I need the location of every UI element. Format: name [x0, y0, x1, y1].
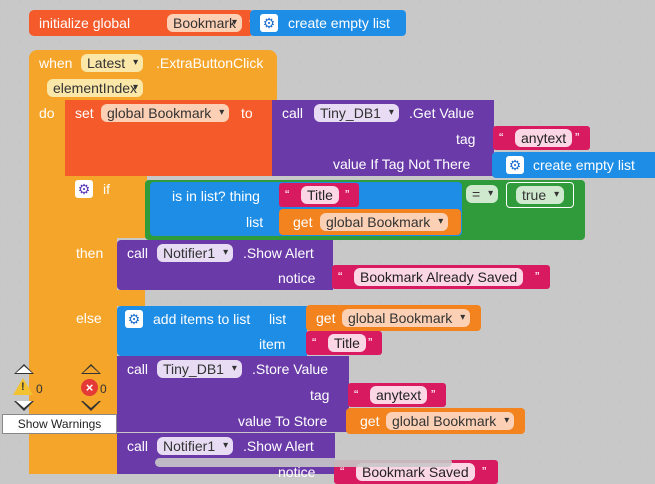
quote-close-icon: ” [482, 464, 487, 479]
string-block-title-2[interactable]: “ Title ” [306, 331, 382, 355]
error-icon: × [81, 379, 98, 396]
store-value-method: .Store Value [252, 361, 329, 377]
quote-open-icon: “ [499, 130, 504, 145]
quote-open-icon: “ [312, 335, 317, 350]
string-block-anytext-2[interactable]: “ anytext ” [348, 383, 446, 407]
error-count: 0 [100, 382, 107, 396]
get-global-bookmark-block-3[interactable]: get global Bookmark [346, 408, 525, 434]
add-list-label: list [269, 311, 287, 327]
error-down-arrow-inner [83, 401, 99, 408]
error-up-arrow-inner [83, 366, 99, 373]
notifier-show-alert-block-2[interactable]: call Notifier1 .Show Alert notice [117, 433, 335, 480]
create-empty-list-block[interactable]: ⚙ create empty list [250, 10, 406, 36]
when-label: when [39, 55, 73, 71]
value-if-tag-not-there-label: value If Tag Not There [333, 156, 471, 172]
warning-icon: ! [13, 378, 33, 396]
true-dropdown-visible[interactable]: true [516, 186, 565, 204]
create-empty-list-label: create empty list [533, 157, 635, 173]
init-global-block[interactable]: initialize global Bookmark to [29, 10, 261, 36]
event-handler-block[interactable]: when Latest .ExtraButtonClick elementInd… [29, 50, 277, 102]
quote-open-icon: “ [354, 387, 359, 402]
get-global-bookmark-block-2[interactable]: get global Bookmark [306, 305, 481, 331]
call-label: call [127, 438, 149, 454]
string-block-anytext[interactable]: “ anytext ” [493, 126, 590, 150]
gear-icon[interactable]: ⚙ [506, 156, 524, 174]
quote-open-icon: “ [340, 464, 345, 479]
call-label: call [127, 361, 149, 377]
warning-count: 0 [36, 382, 43, 396]
init-prefix: initialize global [39, 15, 131, 31]
tag-label: tag [456, 131, 476, 147]
param-element-index[interactable]: elementIndex [47, 79, 144, 97]
tinydb-getvalue-block[interactable]: call Tiny_DB1 .Get Value tag value If Ta… [272, 100, 494, 176]
get-var-dropdown[interactable]: global Bookmark [320, 213, 449, 231]
quote-close-icon: ” [345, 187, 350, 202]
notifier-dropdown[interactable]: Notifier1 [157, 244, 234, 262]
notice-label: notice [278, 270, 316, 286]
event-do-column: do [29, 100, 65, 474]
show-alert-method: .Show Alert [243, 245, 314, 261]
set-global-block[interactable]: set global Bookmark to [65, 100, 275, 176]
get-global-bookmark-block[interactable]: get global Bookmark [279, 209, 461, 235]
get-label: get [316, 310, 336, 326]
if-block[interactable]: ⚙ if [65, 176, 147, 238]
quote-close-icon: ” [431, 387, 436, 402]
get-label: get [360, 413, 380, 429]
if-label: if [103, 181, 110, 197]
get-var-dropdown[interactable]: global Bookmark [342, 309, 471, 327]
init-name-field[interactable]: Bookmark [167, 14, 243, 32]
is-in-list-label: is in list? thing [172, 188, 260, 204]
then-label: then [76, 245, 104, 261]
quote-open-icon: “ [338, 269, 343, 284]
set-label: set [75, 105, 94, 121]
string-value[interactable]: anytext [370, 386, 428, 404]
show-alert-method: .Show Alert [243, 438, 314, 454]
tinydb-dropdown[interactable]: Tiny_DB1 [314, 104, 399, 122]
event-name: .ExtraButtonClick [156, 55, 264, 71]
notifier-show-alert-block[interactable]: call Notifier1 .Show Alert notice [117, 240, 333, 290]
set-var-dropdown[interactable]: global Bookmark [101, 104, 230, 122]
show-warnings-button[interactable]: Show Warnings [2, 414, 117, 434]
string-value[interactable]: Bookmark Already Saved [354, 268, 524, 286]
add-item-label: item [259, 336, 286, 352]
if-side-column: then else [65, 238, 117, 474]
tinydb-dropdown[interactable]: Tiny_DB1 [157, 360, 242, 378]
add-items-label: add items to list [153, 311, 251, 327]
store-tag-label: tag [310, 387, 330, 403]
equals-dropdown[interactable]: = [466, 185, 499, 203]
string-value[interactable]: Title [301, 186, 339, 204]
string-value[interactable]: anytext [515, 129, 573, 147]
call-label: call [127, 245, 149, 261]
quote-close-icon: ” [368, 335, 373, 350]
get-var-dropdown[interactable]: global Bookmark [386, 412, 515, 430]
call-label: call [282, 105, 304, 121]
show-warnings-label: Show Warnings [17, 417, 102, 431]
if-then-gap [117, 290, 145, 306]
horizontal-scrollbar[interactable] [155, 458, 452, 467]
notifier-dropdown[interactable]: Notifier1 [157, 437, 234, 455]
string-block-title[interactable]: “ Title ” [279, 183, 359, 207]
gear-icon[interactable]: ⚙ [75, 180, 93, 198]
quote-close-icon: ” [535, 269, 540, 284]
list-label: list [246, 214, 264, 230]
component-dropdown-latest[interactable]: Latest [81, 54, 144, 72]
value-to-store-label: value To Store [238, 413, 328, 429]
gear-icon[interactable]: ⚙ [260, 14, 278, 32]
else-label: else [76, 310, 102, 326]
create-empty-list-block-2[interactable]: ⚙ create empty list [492, 152, 655, 178]
string-value[interactable]: Title [328, 334, 366, 352]
string-block-bookmark-already-saved[interactable]: “ Bookmark Already Saved ” [332, 265, 550, 289]
create-empty-list-label: create empty list [288, 15, 390, 31]
gear-icon[interactable]: ⚙ [125, 310, 143, 328]
get-label: get [293, 214, 313, 230]
quote-close-icon: ” [575, 130, 580, 145]
getvalue-method: .Get Value [409, 105, 475, 121]
set-to-label: to [241, 105, 253, 121]
quote-open-icon: “ [285, 187, 290, 202]
add-items-to-list-block[interactable]: ⚙ add items to list list item [117, 306, 307, 356]
warning-up-arrow-inner [16, 366, 32, 373]
do-label: do [39, 105, 55, 121]
tinydb-storevalue-block[interactable]: call Tiny_DB1 .Store Value tag value To … [117, 356, 349, 432]
warning-down-arrow-inner [16, 401, 32, 408]
